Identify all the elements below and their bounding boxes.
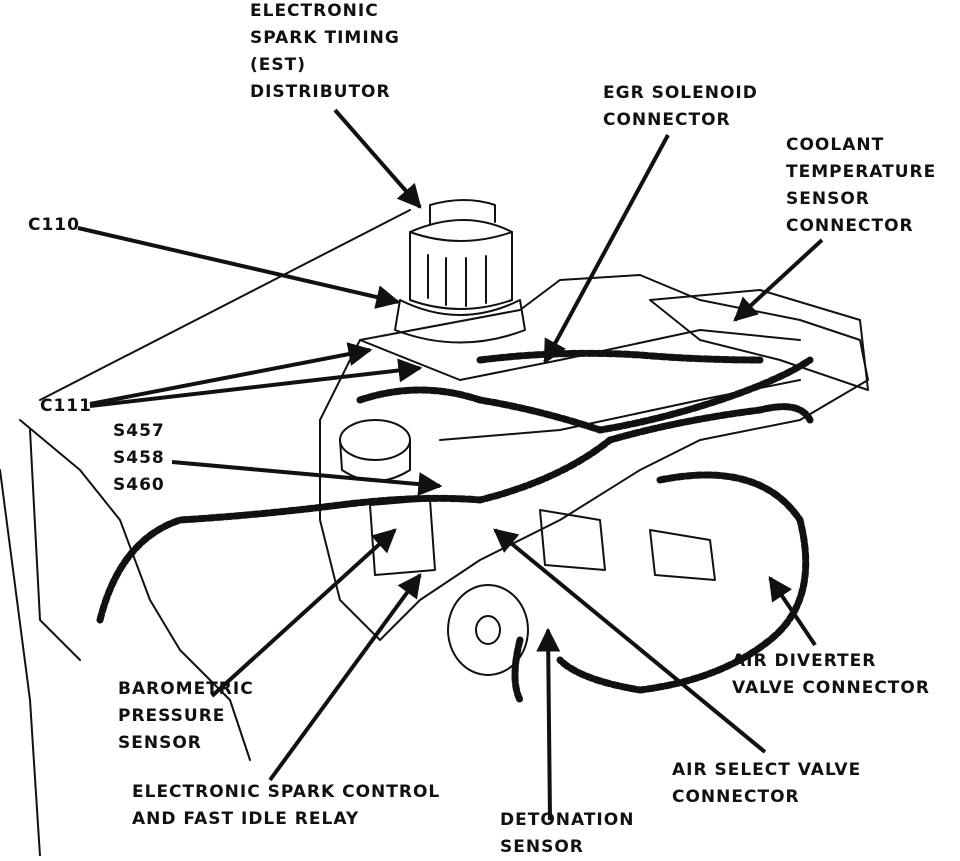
label-line: SENSOR bbox=[786, 189, 870, 209]
pulley bbox=[447, 584, 529, 676]
label-line: TEMPERATURE bbox=[786, 162, 937, 182]
distributor-cap bbox=[409, 219, 513, 310]
arrow-splices bbox=[171, 460, 443, 497]
label-egr-solenoid: EGR SOLENOID CONNECTOR bbox=[603, 80, 758, 134]
label-line: DETONATION bbox=[500, 810, 635, 830]
arrow-c111-b bbox=[89, 358, 423, 408]
label-coolant-temp: COOLANT TEMPERATURE SENSOR CONNECTOR bbox=[786, 132, 936, 240]
arrow-barometric bbox=[210, 528, 397, 698]
label-detonation: DETONATION SENSOR bbox=[500, 807, 634, 861]
label-line: VALVE CONNECTOR bbox=[732, 678, 930, 698]
label-line: AIR SELECT VALVE bbox=[672, 760, 862, 780]
label-line: CONNECTOR bbox=[603, 110, 731, 130]
label-line: ELECTRONIC SPARK CONTROL bbox=[132, 782, 441, 802]
label-line: C110 bbox=[28, 215, 80, 235]
arrow-air-select bbox=[493, 528, 767, 754]
arrow-detonation bbox=[536, 627, 561, 821]
engine-block bbox=[319, 274, 869, 641]
label-line: CONNECTOR bbox=[786, 216, 914, 236]
label-est-distributor: ELECTRONIC SPARK TIMING (EST) DISTRIBUTO… bbox=[250, 0, 400, 106]
arrow-coolant bbox=[733, 238, 824, 322]
label-line: C111 bbox=[40, 396, 92, 416]
label-line: SPARK TIMING bbox=[250, 28, 400, 48]
label-line: COOLANT bbox=[786, 135, 885, 155]
arrow-egr bbox=[543, 134, 670, 365]
relay-box bbox=[369, 499, 436, 576]
label-line: EGR SOLENOID bbox=[603, 83, 758, 103]
label-air-diverter: AIR DIVERTER VALVE CONNECTOR bbox=[732, 648, 930, 702]
arrow-distributor bbox=[333, 108, 422, 209]
label-line: SENSOR bbox=[118, 733, 202, 753]
label-line: S457 bbox=[113, 421, 165, 441]
label-air-select: AIR SELECT VALVE CONNECTOR bbox=[672, 757, 861, 811]
wire-harness-egr bbox=[476, 349, 764, 364]
wire-harness-upper bbox=[356, 356, 814, 434]
label-barometric: BAROMETRIC PRESSURE SENSOR bbox=[118, 676, 254, 757]
label-c110: C110 bbox=[28, 212, 80, 239]
label-esc-relay: ELECTRONIC SPARK CONTROL AND FAST IDLE R… bbox=[132, 779, 440, 833]
arrow-air-diverter bbox=[768, 576, 817, 647]
arrow-c111-a bbox=[89, 342, 373, 406]
label-line: ELECTRONIC bbox=[250, 1, 379, 21]
label-line: PRESSURE bbox=[118, 706, 226, 726]
label-line: (EST) bbox=[250, 55, 306, 75]
label-line: BAROMETRIC bbox=[118, 679, 254, 699]
arrow-c110 bbox=[77, 226, 401, 309]
label-line: S460 bbox=[113, 475, 165, 495]
label-line: AND FAST IDLE RELAY bbox=[132, 809, 360, 829]
wire-harness-diverter bbox=[556, 471, 810, 694]
wire-harness-main bbox=[96, 403, 814, 624]
label-line: AIR DIVERTER bbox=[732, 651, 877, 671]
label-line: CONNECTOR bbox=[672, 787, 800, 807]
wire-harness-detonation bbox=[511, 636, 524, 704]
label-c111: C111 bbox=[40, 393, 92, 420]
label-splices: S457 S458 S460 bbox=[113, 418, 165, 499]
arrow-esc-relay bbox=[268, 573, 422, 782]
label-line: SENSOR bbox=[500, 837, 584, 857]
label-line: DISTRIBUTOR bbox=[250, 82, 391, 102]
label-line: S458 bbox=[113, 448, 165, 468]
